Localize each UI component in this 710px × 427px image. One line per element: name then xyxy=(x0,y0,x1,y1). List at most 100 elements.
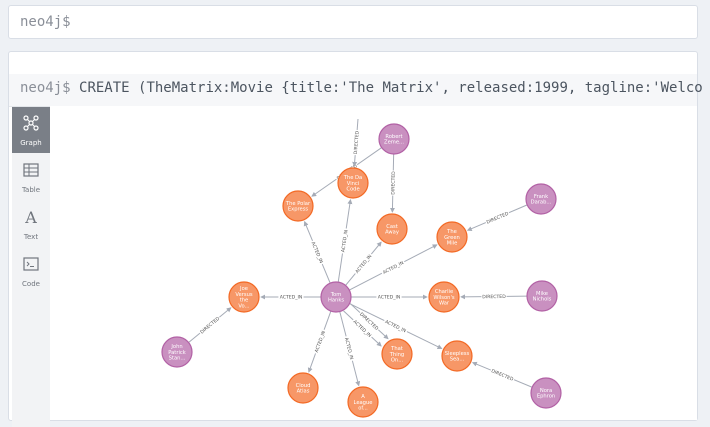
movie-node-league[interactable]: ALeagueof... xyxy=(347,386,379,418)
node-circle[interactable] xyxy=(526,280,558,312)
node-circle[interactable] xyxy=(378,123,410,155)
relationship-label: DIRECTED xyxy=(481,293,507,300)
node-caption: Zeme... xyxy=(384,140,404,146)
node-caption: John xyxy=(170,344,182,350)
relationship-label: DIRECTED xyxy=(484,209,510,226)
node-caption: Atlas xyxy=(297,389,310,395)
editor-prompt: neo4j$ xyxy=(20,14,71,30)
relationship-label-text: DIRECTED xyxy=(390,171,397,195)
node-caption: Sleepless xyxy=(445,351,470,357)
movie-node-joe[interactable]: JoeVersustheVo... xyxy=(228,281,260,313)
relationship-label-text: ACTED_IN xyxy=(280,295,303,301)
relationship-label: ACTED_IN xyxy=(352,252,373,275)
relationship-label: DIRECTED xyxy=(489,367,516,383)
person-node-frank[interactable]: FrankDarab... xyxy=(525,183,557,215)
node-caption: Patrick xyxy=(168,350,186,356)
node-circle[interactable] xyxy=(530,377,562,409)
node-caption: Charlie xyxy=(435,289,453,295)
tab-code[interactable]: Code xyxy=(12,248,50,294)
relationship-label-text: DIRECTED xyxy=(482,294,506,300)
relationship-label: ACTED_IN xyxy=(310,239,326,265)
tab-graph-label: Graph xyxy=(20,139,42,147)
node-caption: Versus xyxy=(235,292,252,298)
node-caption: Cloud xyxy=(296,383,311,389)
tab-code-label: Code xyxy=(22,280,40,288)
relationship-label: ACTED_IN xyxy=(380,258,406,276)
tab-text[interactable]: A Text xyxy=(12,201,50,247)
graph-svg[interactable]: ACTED_IN ACTED_IN ACTED_IN ACTED_IN ACTED_IN… xyxy=(50,106,710,426)
node-caption: Nichols xyxy=(533,297,552,303)
movie-node-thatthing[interactable]: ThatThingOn... xyxy=(381,338,413,370)
tab-table[interactable]: Table xyxy=(12,154,50,200)
node-caption: The Polar xyxy=(285,201,311,207)
text-icon: A xyxy=(24,208,37,227)
node-caption: A xyxy=(361,394,365,400)
node-caption: Ephron xyxy=(537,394,555,400)
node-caption: Sea... xyxy=(450,357,465,363)
node-caption: League xyxy=(354,400,373,406)
person-node-robert[interactable]: RobertZeme... xyxy=(378,123,410,155)
relationship-label: DIRECTED xyxy=(389,170,397,196)
node-circle[interactable] xyxy=(525,183,557,215)
node-caption: That xyxy=(390,346,403,352)
node-caption: The Da xyxy=(343,175,362,181)
node-circle[interactable] xyxy=(282,190,314,222)
relationship-label: ACTED_IN xyxy=(339,228,350,254)
node-caption: Vinci xyxy=(347,181,359,187)
frame-prompt: neo4j$ xyxy=(20,80,71,96)
relationship-label-text: ACTED_IN xyxy=(354,254,373,275)
node-caption: The xyxy=(446,229,457,235)
node-caption: Mike xyxy=(536,291,548,297)
code-icon xyxy=(23,257,39,271)
node-circle[interactable] xyxy=(376,213,408,245)
node-circle[interactable] xyxy=(428,281,460,313)
node-caption: Frank xyxy=(534,194,548,200)
frame-header[interactable]: neo4j$ CREATE (TheMatrix:Movie {title:'T… xyxy=(9,74,703,107)
node-circle[interactable] xyxy=(161,336,193,368)
person-node-john[interactable]: JohnPatrickStan... xyxy=(161,336,193,368)
node-caption: Darab... xyxy=(531,200,552,206)
relationship-label-text: ACTED_IN xyxy=(314,330,327,353)
result-frame: neo4j$ CREATE (TheMatrix:Movie {title:'T… xyxy=(8,51,703,427)
node-caption: Thing xyxy=(389,352,404,358)
node-circle[interactable] xyxy=(320,281,352,313)
query-editor[interactable]: neo4j$ xyxy=(8,5,698,39)
node-caption: Hanks xyxy=(328,298,344,304)
node-circle[interactable] xyxy=(441,340,473,372)
node-circle[interactable] xyxy=(347,386,379,418)
relationship-label: ACTED_IN xyxy=(278,293,304,301)
node-caption: Away xyxy=(385,230,399,236)
node-circle[interactable] xyxy=(337,167,369,199)
node-caption: Vo... xyxy=(238,304,250,310)
edge-layer: ACTED_IN ACTED_IN ACTED_IN ACTED_IN ACTED_IN… xyxy=(188,118,533,388)
relationship-label: ACTED_IN xyxy=(376,293,402,301)
relationship-label-text: ACTED_IN xyxy=(343,337,354,360)
node-caption: Express xyxy=(288,207,309,213)
movie-node-sleepless[interactable]: SleeplessSea... xyxy=(441,340,473,372)
frame-command[interactable]: neo4j$ CREATE (TheMatrix:Movie {title:'T… xyxy=(20,80,703,96)
relationship-label: DIRECTED xyxy=(197,314,221,335)
node-circle[interactable] xyxy=(381,338,413,370)
node-circle[interactable] xyxy=(228,281,260,313)
relationship-label-text: DIRECTED xyxy=(353,130,361,154)
graph-canvas[interactable]: ACTED_IN ACTED_IN ACTED_IN ACTED_IN ACTED_IN… xyxy=(50,106,697,420)
node-caption: On... xyxy=(391,358,404,364)
table-icon xyxy=(23,163,39,177)
relationship-label-text: ACTED_IN xyxy=(340,229,349,252)
relationship-label: ACTED_IN xyxy=(312,328,327,355)
node-caption: War xyxy=(439,301,450,307)
node-circle[interactable] xyxy=(436,221,468,253)
node-circle[interactable] xyxy=(287,372,319,404)
tab-graph[interactable]: Graph xyxy=(12,107,50,153)
node-caption: Nora xyxy=(540,388,552,394)
